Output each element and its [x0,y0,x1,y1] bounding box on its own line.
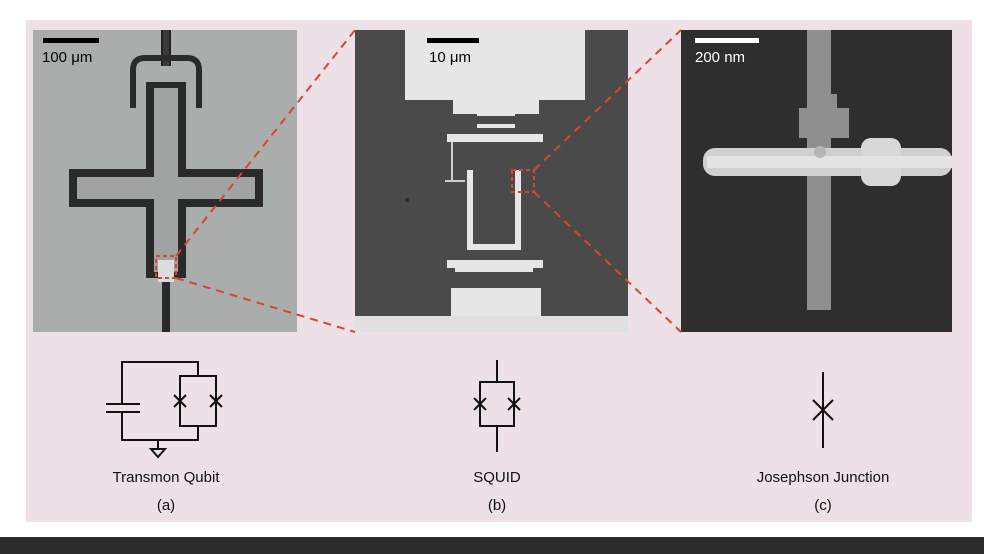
scale-bar-b [427,38,479,43]
squid-micrograph: 10 μm [355,30,628,332]
scale-label-a: 100 μm [42,49,93,66]
scale-label-c: 200 nm [695,49,746,66]
caption-squid: SQUID [473,469,521,486]
letter-a: (a) [156,497,176,514]
squid-schematic [473,360,521,452]
caption-transmon: Transmon Qubit [112,469,220,486]
bottom-band [0,537,984,554]
transmon-micrograph: 100 μm [33,30,297,332]
letter-c: (c) [814,497,832,514]
transmon-schematic [106,361,223,459]
scale-bar-c [695,38,759,43]
scale-label-b: 10 μm [429,49,471,66]
letter-b: (b) [487,497,507,514]
junction-schematic [812,372,834,448]
junction-micrograph: 200 nm [681,30,952,332]
caption-junction: Josephson Junction [756,469,890,486]
scale-bar-a [43,38,99,43]
